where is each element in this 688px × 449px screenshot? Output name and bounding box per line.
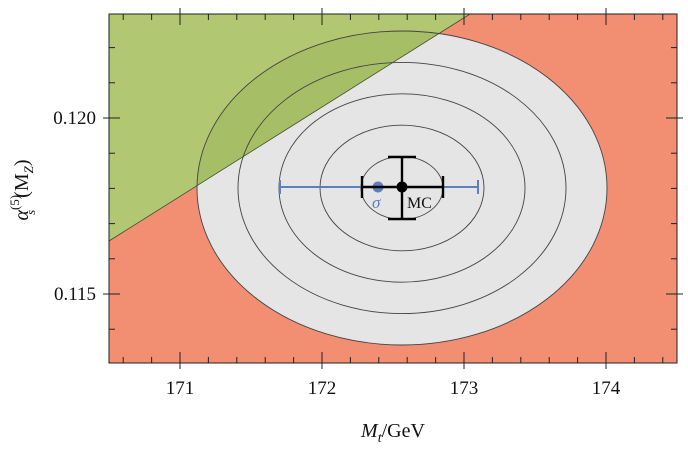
x-axis-label: Mt/GeV xyxy=(360,420,425,446)
y-tick-label-0120: 0.120 xyxy=(53,108,96,129)
y-axis-label: α(5)s(MZ) xyxy=(7,159,38,220)
boundary-line xyxy=(109,14,471,242)
contour-4 xyxy=(237,61,567,315)
mc-point xyxy=(396,181,408,193)
mc-label: MC xyxy=(407,195,432,212)
x-tick-label-174: 174 xyxy=(592,378,621,399)
sigma-label: σ xyxy=(372,193,381,212)
x-tick-label-171: 171 xyxy=(166,378,195,399)
svg-text:α(5)s(MZ): α(5)s(MZ) xyxy=(7,159,38,220)
plot-area: σ MC xyxy=(109,14,677,363)
x-ticks xyxy=(122,8,664,369)
y-tick-label-0115: 0.115 xyxy=(54,284,96,305)
y-ticks xyxy=(103,47,683,330)
x-tick-label-172: 172 xyxy=(308,378,337,399)
contour-5 xyxy=(196,30,608,346)
x-tick-label-173: 173 xyxy=(450,378,479,399)
